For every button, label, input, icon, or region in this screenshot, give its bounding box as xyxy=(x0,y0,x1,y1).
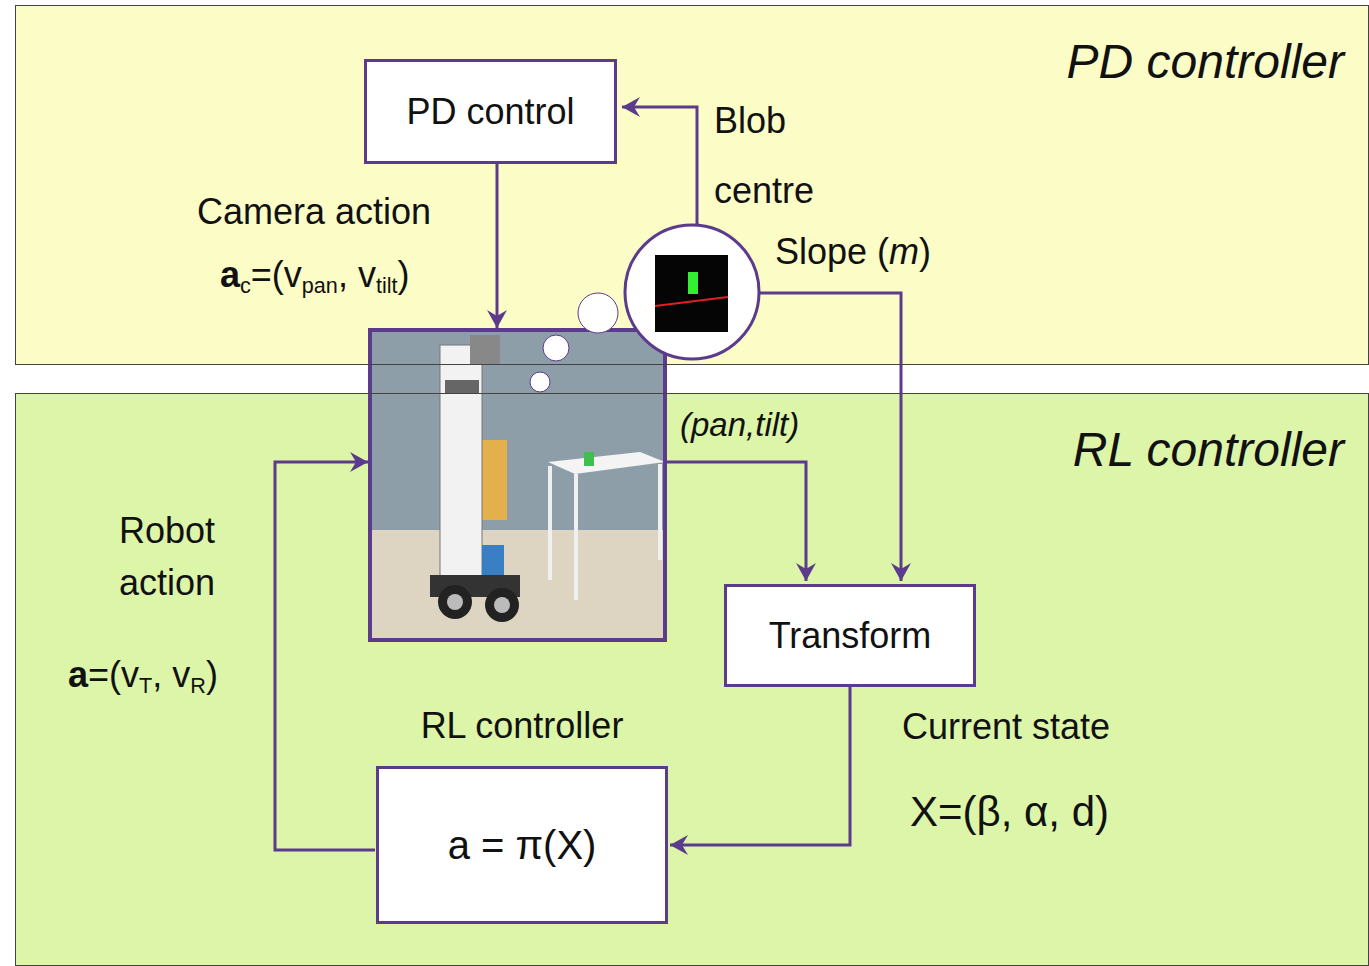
band-title: RL controller xyxy=(1073,422,1344,477)
label-group: (pan,tilt) xyxy=(680,405,799,445)
box-label: a = π(X) xyxy=(438,823,607,868)
thought-dot xyxy=(530,372,550,392)
rl-band-fill xyxy=(15,393,1369,966)
photo-frame xyxy=(370,330,665,640)
subscript: tilt xyxy=(376,273,398,298)
signal-label: , v xyxy=(338,254,376,295)
connector-line xyxy=(622,107,697,225)
connector-line xyxy=(665,462,806,581)
signal-label: Blob centre xyxy=(714,100,814,211)
label-group: Blob centre xyxy=(714,86,864,226)
signal-label: , v xyxy=(152,654,190,695)
pd-band-fill xyxy=(15,5,1369,365)
policy-box: RL controllera = π(X) xyxy=(376,766,668,924)
signal-label: Robot action xyxy=(119,510,215,603)
signal-label: a xyxy=(220,254,240,295)
camera-image xyxy=(655,255,728,332)
band-title: PD controller xyxy=(1067,34,1344,89)
robot-photo xyxy=(370,330,665,640)
label-group: ac=(vpan, vtilt) xyxy=(220,255,409,306)
signal-label: ) xyxy=(919,231,931,272)
signal-label: ) xyxy=(206,654,218,695)
signal-label: Slope ( xyxy=(775,231,889,272)
connector-line xyxy=(275,462,375,850)
connector-line xyxy=(496,163,499,328)
label-group: X=(β, α, d) xyxy=(910,788,1109,836)
label-group: Current state xyxy=(902,707,1110,747)
label-group: a=(vT, vR) xyxy=(68,655,218,706)
process-box: Transform xyxy=(724,584,976,687)
signal-label: X=(β, α, d) xyxy=(910,788,1109,835)
subscript: R xyxy=(190,673,206,698)
thought-dot xyxy=(578,293,618,333)
label-group: Robot action xyxy=(92,505,242,609)
thought-bubble xyxy=(625,225,759,359)
subscript: c xyxy=(240,273,251,298)
rl-band: RL controllerTransformRL controllera = π… xyxy=(15,393,1369,966)
subscript: pan xyxy=(302,273,338,298)
box-label: Transform xyxy=(759,615,942,657)
signal-label: Camera action xyxy=(197,191,431,232)
label-group: Camera action xyxy=(197,192,431,232)
signal-label: =(v xyxy=(88,654,139,695)
box-label: PD control xyxy=(396,91,584,133)
connector-arrow xyxy=(670,687,850,845)
signal-label: a xyxy=(68,654,88,695)
signal-label: m xyxy=(889,231,919,272)
signal-label: Current state xyxy=(902,706,1110,747)
label-group: Slope (m) xyxy=(775,232,931,272)
thought-dot xyxy=(543,335,569,361)
pd-band: PD controller PD control xyxy=(15,5,1369,365)
signal-label: ) xyxy=(397,254,409,295)
box-heading: RL controller xyxy=(421,705,624,747)
signal-label: =(v xyxy=(251,254,302,295)
process-box: PD control xyxy=(364,59,617,164)
subscript: T xyxy=(139,673,152,698)
signal-label: (pan,tilt) xyxy=(680,406,799,443)
